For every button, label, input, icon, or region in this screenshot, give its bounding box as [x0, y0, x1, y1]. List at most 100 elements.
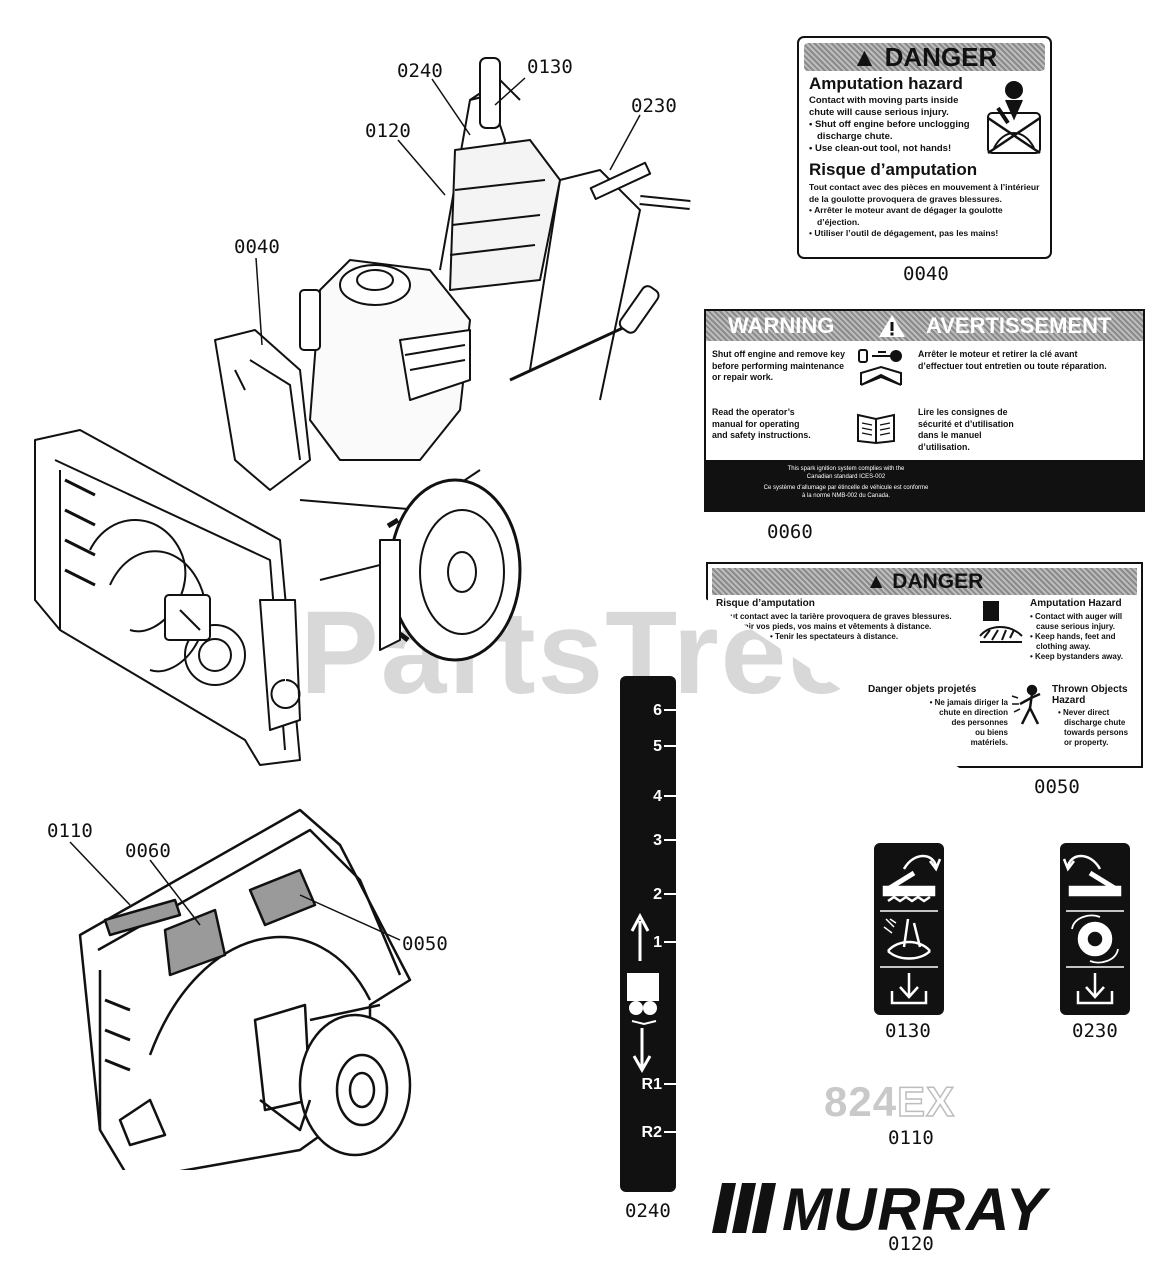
logo-824ex: 824EX — [824, 1077, 956, 1126]
decal-0050-text-line: towards persons — [1064, 728, 1129, 737]
leader-0050 — [299, 894, 401, 941]
decal-0050-text-line: • Tout contact avec la tarière provoquer… — [716, 612, 952, 621]
label-0050: 0050 — [1034, 776, 1080, 798]
decal-0060-row1-en: Shut off engine and remove key before pe… — [712, 349, 857, 384]
decal-0060-compliance-band: This spark ignition system complies with… — [706, 460, 1143, 510]
callout-0120: 0120 — [365, 120, 411, 142]
decal-0050-text-line: cause serious injury. — [1036, 622, 1115, 631]
decal-0050-text-line: ou biens — [975, 728, 1008, 737]
decal-0040-fr-line: • Arrêter le moteur avant de dégager la … — [809, 205, 1003, 215]
decal-0040-fr-line: Tout contact avec des pièces en mouvemen… — [809, 182, 1040, 192]
decal-0060-text-line: sécurité et d’utilisation — [918, 418, 1014, 429]
callout-0050-mid: 0050 — [402, 933, 448, 955]
gear-label-r2: R2 — [641, 1124, 662, 1141]
decal-0060-text-line: Read the operator’s — [712, 407, 795, 417]
decal-0060-text-line: d’effectuer tout entretien ou toute répa… — [918, 360, 1107, 371]
callout-0230: 0230 — [631, 95, 677, 117]
decal-0050-en-text: • Contact with auger will cause serious … — [1030, 612, 1138, 662]
decal-0050-text-line: • Tenir les spectateurs à distance. — [770, 632, 899, 641]
decal-0040-en-text: Contact with moving parts inside chute w… — [809, 95, 979, 155]
leader-0060 — [149, 859, 201, 926]
decal-0050-fr2-text: • Ne jamais diriger la chute en directio… — [878, 698, 1008, 748]
decal-0050-fr-title: Risque d’amputation — [716, 598, 815, 609]
leader-0040 — [255, 257, 263, 346]
decal-0040-fr-line: • Utiliser l’outil de dégagement, pas le… — [809, 228, 999, 238]
decal-0060-text-line: d’utilisation. — [918, 441, 970, 452]
decal-0050-en2-title-line: Thrown Objects — [1052, 684, 1128, 695]
decal-0050-text-line: discharge chute — [1064, 718, 1126, 727]
decal-0060-text-line: dans le manuel — [918, 430, 982, 440]
thrown-objects-icon — [1011, 684, 1041, 725]
decal-0050-text-line: • Keep hands, feet and — [1030, 632, 1116, 641]
decal-0060-text-line: Lire les consignes de — [918, 407, 1008, 417]
decal-0060-text-line: Arrêter le moteur et retirer la clé avan… — [918, 349, 1078, 359]
reverse-arrow-icon — [632, 1028, 652, 1074]
decal-0050-header: ▲ DANGER — [865, 570, 984, 593]
gear-label-2: 2 — [653, 886, 662, 903]
decal-0040-fr-line: d’éjection. — [817, 216, 860, 227]
decal-0040-fr-text: Tout contact avec des pièces en mouvemen… — [809, 182, 1044, 240]
decal-0060-text-line: and safety instructions. — [712, 430, 811, 440]
decal-0050-header-bar: ▲ DANGER — [712, 568, 1137, 595]
auger-foot-icon — [979, 601, 1023, 643]
decal-0060-text-line: or repair work. — [712, 372, 774, 382]
compliance-line: Ce système d’allumage par étincelle de v… — [763, 485, 929, 491]
decal-0060-text-line: Shut off engine and remove key — [712, 349, 845, 359]
decal-0060-warning-maintenance: WARNING AVERTISSEMENT Shut off engine an… — [704, 309, 1145, 512]
decal-0050-text-line: • Keep bystanders away. — [1030, 652, 1123, 661]
decal-0050-text-line: • Contact with auger will — [1030, 612, 1123, 621]
decal-0040-danger-chute: ▲ DANGER Amputation hazard Contact with … — [797, 36, 1052, 259]
leader-0130 — [494, 77, 526, 106]
callout-0110-mid: 0110 — [47, 820, 93, 842]
decal-0050-en2-title-line: Hazard — [1052, 695, 1086, 706]
decal-0050-text-line: matériels. — [970, 738, 1008, 747]
callout-0130: 0130 — [527, 56, 573, 78]
decal-0040-en-line: chute will cause serious injury. — [809, 107, 949, 118]
decal-0060-header-bar: WARNING AVERTISSEMENT — [706, 311, 1143, 341]
compliance-line: à la norme NMB-002 du Canada. — [801, 493, 891, 499]
decal-0040-header-bar: ▲ DANGER — [804, 43, 1045, 71]
forward-arrow-icon — [630, 912, 650, 961]
decal-0060-row1-fr: Arrêter le moteur et retirer la clé avan… — [918, 349, 1138, 372]
decal-0040-en-line: • Use clean-out tool, not hands! — [809, 143, 952, 154]
tractor-icon — [627, 973, 659, 1001]
gear-label-6: 6 — [653, 702, 662, 719]
decal-0050-text-line: or property. — [1064, 738, 1109, 747]
decal-0050-text-line: chute en direction — [939, 708, 1008, 717]
decal-0060-text-line: manual for operating — [712, 418, 800, 429]
gear-label-r1: R1 — [641, 1076, 662, 1093]
callout-0040: 0040 — [234, 236, 280, 258]
decal-0050-en2-title: Thrown Objects Hazard — [1052, 684, 1128, 706]
decal-0040-en-line: discharge chute. — [817, 131, 893, 142]
compliance-line: This spark ignition system complies with… — [787, 466, 905, 472]
gear-label-4: 4 — [653, 788, 662, 805]
decal-0060-text-line: before performing maintenance — [712, 360, 844, 371]
gear-strip-graphics — [627, 709, 676, 1133]
decal-0050-text-line: • Tenir vos pieds, vos mains et vêtement… — [730, 622, 932, 631]
decal-0230-drive-control — [1060, 843, 1130, 1015]
compliance-line: Canadian standard ICES-002 — [806, 474, 886, 480]
decal-0050-text-line: • Never direct — [1058, 708, 1110, 717]
decal-0060-warning: WARNING — [728, 313, 835, 338]
decal-0130-auger-control — [874, 843, 944, 1015]
leader-0110 — [69, 841, 131, 906]
leader-0240 — [431, 78, 471, 136]
auger-engage-icon — [880, 854, 942, 1005]
decal-0040-fr-title: Risque d’amputation — [809, 160, 978, 179]
operator-manual-icon — [857, 413, 895, 445]
decal-0050-text-line: des personnes — [951, 718, 1008, 727]
decal-0050-text-line: • Ne jamais diriger la — [929, 698, 1008, 707]
logo-824-suffix: EX — [896, 1077, 956, 1126]
decal-0050-fr2-title: Danger objets projetés — [868, 684, 977, 695]
decal-0060-row2-fr: Lire les consignes de sécurité et d’util… — [918, 407, 1078, 453]
decal-0040-fr-line: de la goulotte provoquera de graves bles… — [809, 193, 1002, 204]
decal-0050-fr-text: • Tout contact avec la tarière provoquer… — [716, 612, 981, 642]
decal-0050-en2-text: • Never direct discharge chute towards p… — [1058, 708, 1140, 748]
leader-0230 — [609, 114, 641, 171]
label-0230: 0230 — [1072, 1020, 1118, 1042]
decal-0060-row2-en: Read the operator’s manual for operating… — [712, 407, 857, 442]
decal-0050-en-title: Amputation Hazard — [1030, 598, 1122, 609]
label-0130: 0130 — [885, 1020, 931, 1042]
